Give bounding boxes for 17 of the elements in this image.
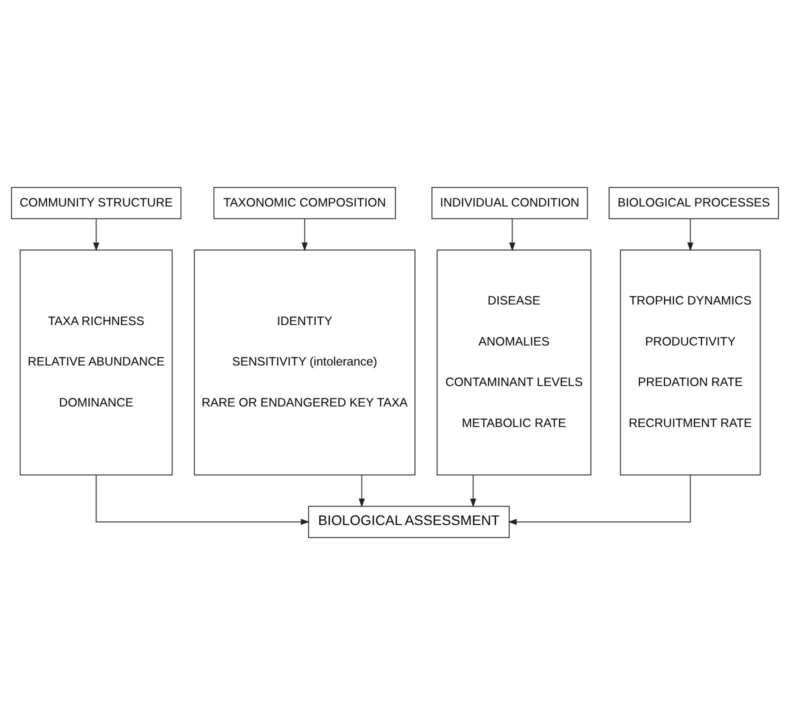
node-box: TROPHIC DYNAMICS PRODUCTIVITY PREDATION RATE RECRUITMENT RATE: [620, 249, 761, 475]
node-box: TAXA RICHNESS RELATIVE ABUNDANCE DOMINANCE: [20, 249, 173, 475]
arrow: [358, 474, 365, 507]
arrow: [302, 218, 308, 251]
arrow: [96, 474, 310, 524]
node-box: IDENTITY SENSITIVITY (intolerance) RARE OR ENDANGERED KEY TAXA: [194, 249, 416, 475]
arrow: [508, 474, 691, 524]
node-box: INDIVIDUAL CONDITION: [431, 186, 588, 219]
arrow: [93, 218, 100, 251]
node-box: DISEASE ANOMALIES CONTAMINANT LEVELS METABOLIC RATE: [436, 249, 592, 475]
node-box: COMMUNITY STRUCTURE: [11, 186, 182, 219]
node-box: BIOLOGICAL ASSESSMENT: [308, 505, 510, 538]
node-box: BIOLOGICAL PROCESSES: [608, 186, 779, 219]
arrow: [687, 218, 694, 251]
node-box: TAXONOMIC COMPOSITION: [213, 186, 396, 219]
arrow: [470, 474, 476, 507]
arrow: [509, 218, 516, 251]
